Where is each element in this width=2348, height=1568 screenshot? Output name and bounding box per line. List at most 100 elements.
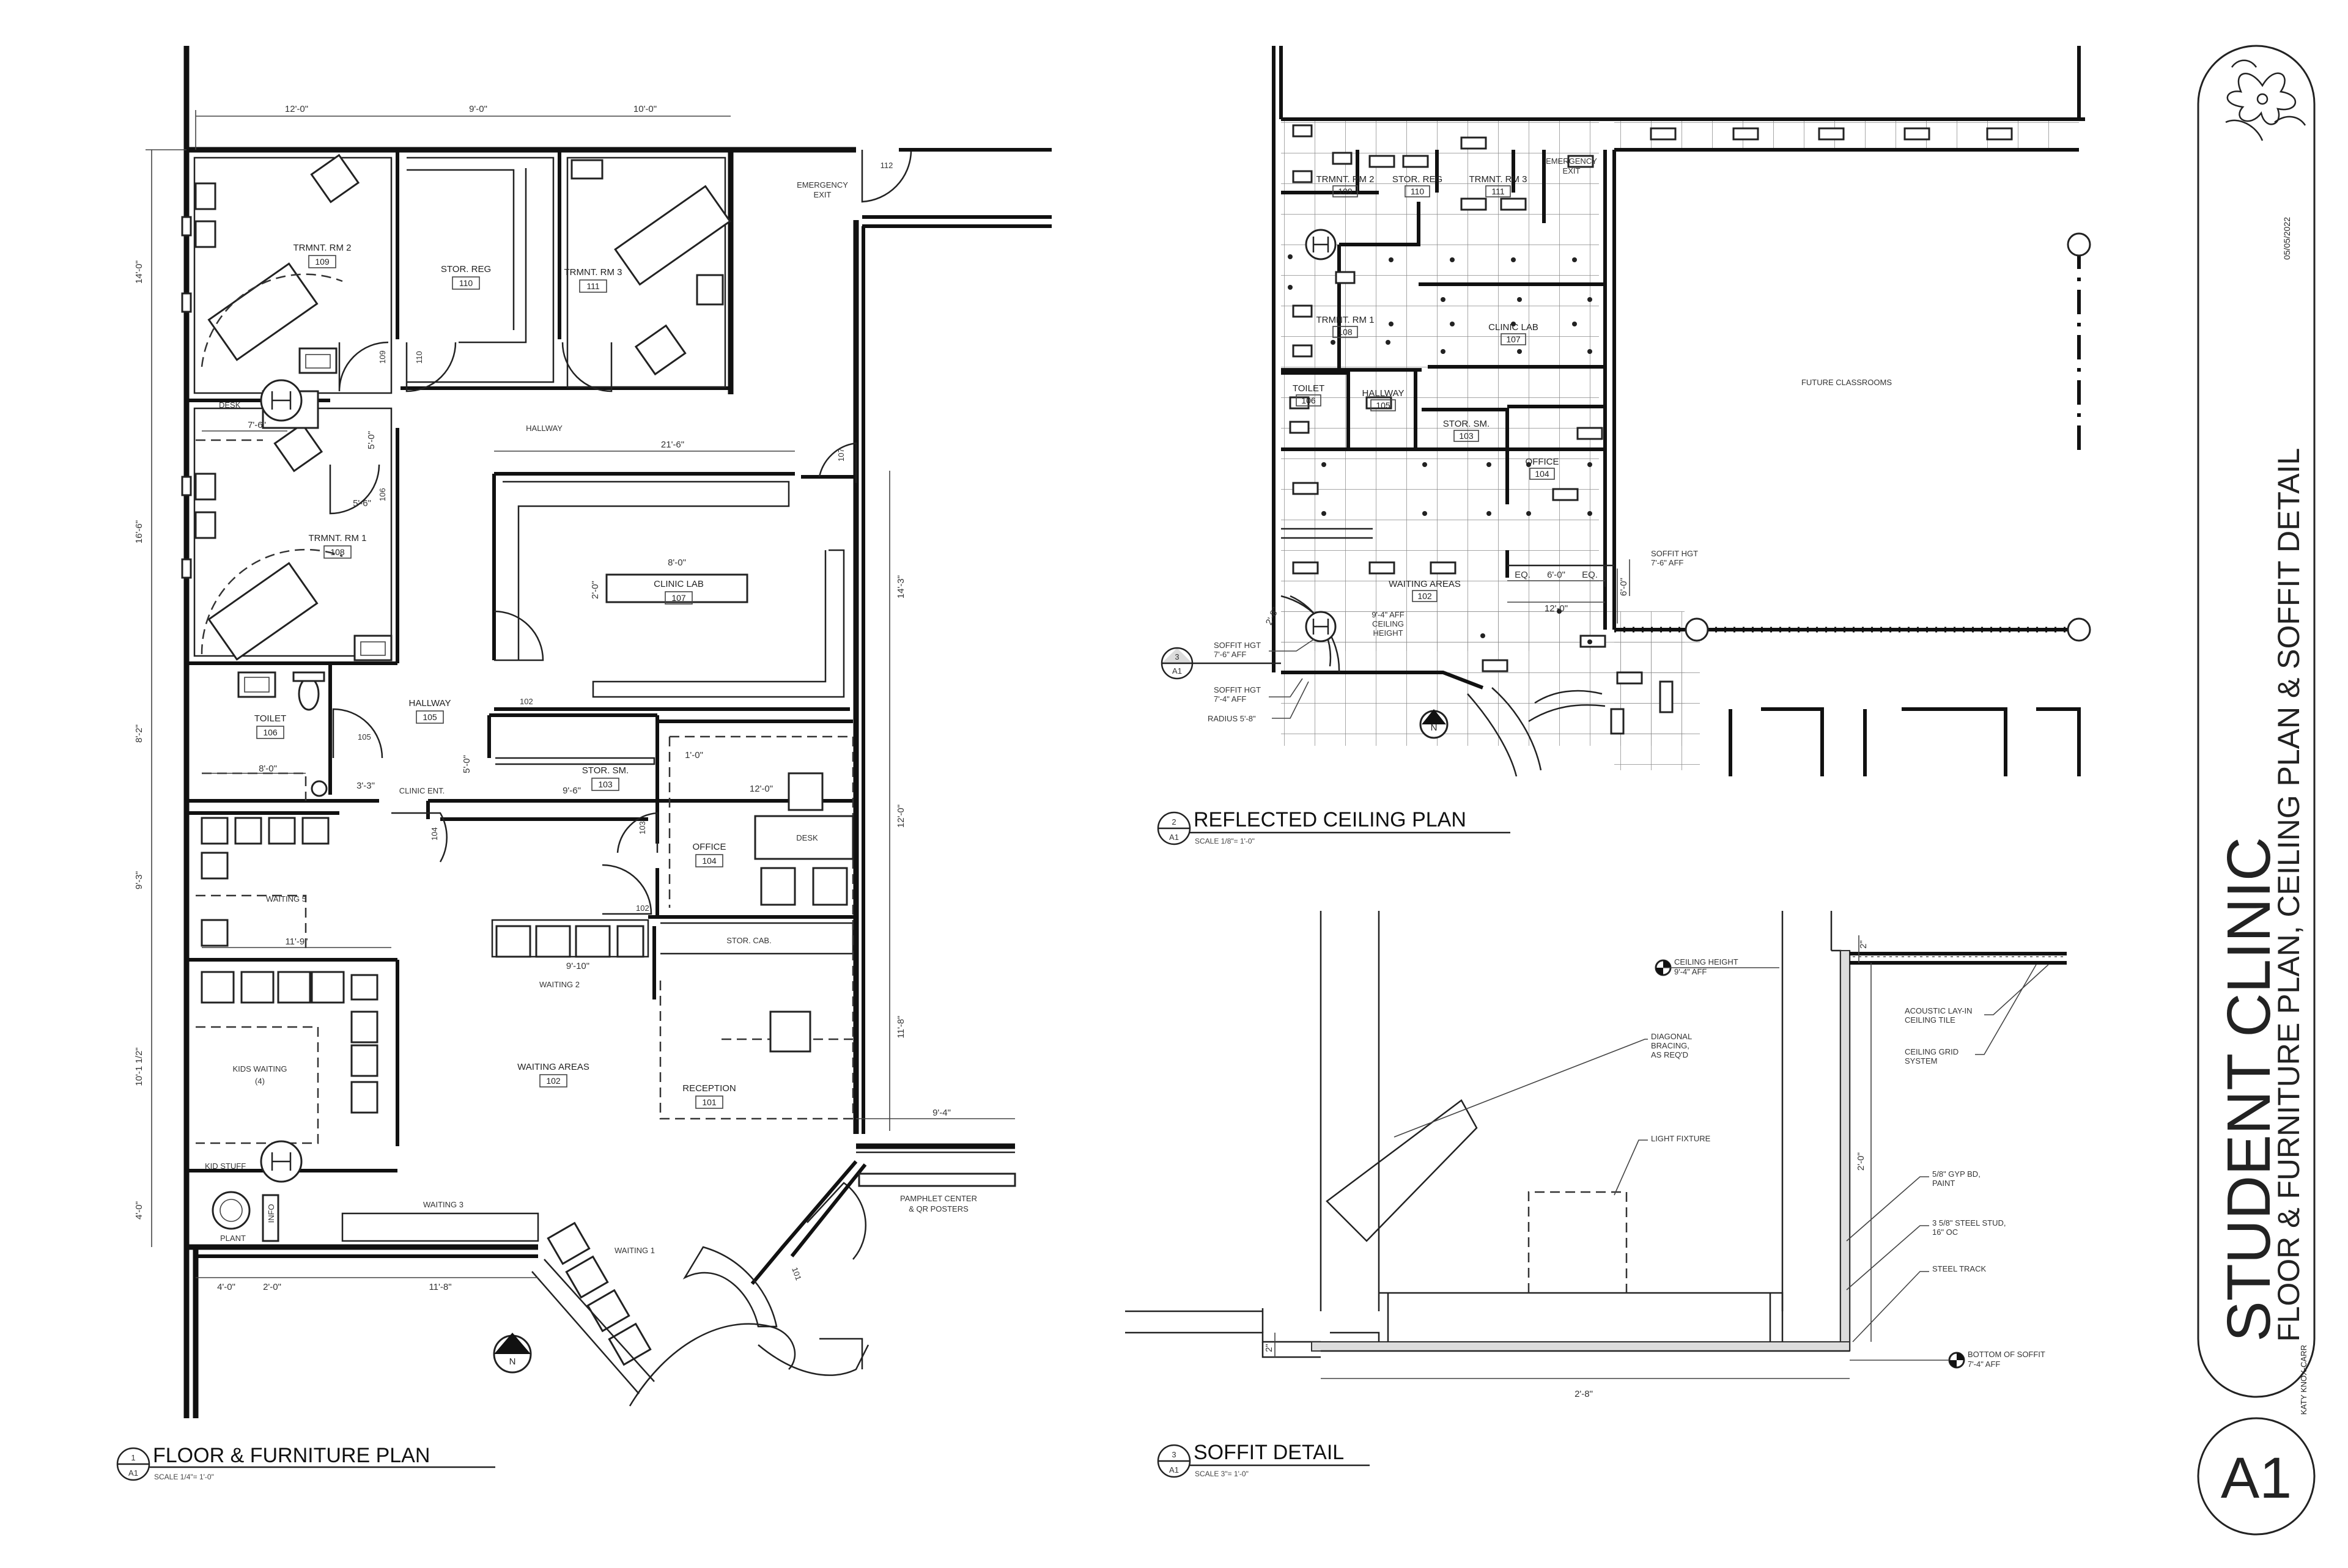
dim-w2: 9'-10" — [566, 961, 589, 971]
rcp-room-name-110: STOR. REG — [1392, 174, 1442, 185]
dim-rec-b: 9'-4" — [932, 1108, 951, 1118]
dim-sm-h: 5'-0" — [462, 755, 472, 773]
rcp-soffit-left-1b: 7'-6" AFF — [1214, 650, 1246, 659]
ceiling-dimensions: EQ. 6'-0" EQ. 12'-0" 6'-0" 2'-8" — [1264, 569, 1629, 627]
rcp-room-number-102: 102 — [1417, 591, 1432, 601]
door-tag-110: 110 — [415, 351, 424, 364]
designer-name: KATY KNOX-CARR — [2299, 1345, 2308, 1415]
ceiling-downlights — [1288, 254, 1592, 644]
soffit-stud-1: 3 5/8" STEEL STUD, — [1932, 1218, 2006, 1228]
soffit-dim-width: 2'-8" — [1575, 1389, 1593, 1399]
rcp-room-number-104: 104 — [1535, 469, 1549, 479]
soffit-acoustic-2: CEILING TILE — [1905, 1015, 1955, 1025]
toilet-dash — [202, 772, 307, 801]
plant — [212, 1191, 279, 1242]
room-name-109: TRMNT. RM 2 — [294, 243, 352, 253]
plant-label: PLANT — [220, 1234, 246, 1243]
info-label: INFO — [267, 1204, 276, 1223]
sheet-date: 05/05/2022 — [2282, 217, 2292, 260]
logo-flower — [2225, 59, 2306, 141]
soffit-detail-title: 3 A1 SOFFIT DETAIL SCALE 3"= 1'-0" — [1157, 1441, 1370, 1478]
reception-chair — [769, 1010, 811, 1053]
room-name-107: CLINIC LAB — [654, 579, 704, 589]
dim-off-a: 1'-0" — [685, 750, 703, 760]
room-name-106: TOILET — [254, 713, 286, 724]
ceiling-north-label: N — [1431, 723, 1438, 733]
room-number-109: 109 — [315, 257, 330, 267]
room-name-108: TRMNT. RM 1 — [309, 533, 367, 543]
rcp-room-name-104: OFFICE — [1526, 457, 1559, 467]
room-name-110: STOR. REG — [441, 264, 491, 274]
door-tag-106: 106 — [378, 488, 387, 501]
room-number-104: 104 — [702, 856, 717, 866]
view-sheet-2: A1 — [1169, 833, 1179, 842]
dim-top-2: 9'-0" — [469, 104, 487, 114]
rcp-room-number-111: 111 — [1491, 186, 1504, 196]
dim-left-5: 10'-1 1/2" — [134, 1047, 144, 1086]
rcp-soffit-left-2: SOFFIT HGT — [1214, 685, 1261, 694]
soffit-bottom-2: 7'-4" AFF — [1968, 1360, 2000, 1369]
dim-left-4: 9'-3" — [134, 871, 144, 889]
dim-sm-w: 9'-6" — [563, 786, 581, 796]
rcp-room-number-109: 109 — [1338, 186, 1353, 196]
view-scale-2: SCALE 1/8"= 1'-0" — [1195, 837, 1255, 845]
room-number-105: 105 — [423, 712, 437, 722]
door-103 — [616, 812, 659, 853]
rcp-room-name-107: CLINIC LAB — [1488, 322, 1538, 333]
door-107 — [493, 610, 544, 661]
waiting3-label: WAITING 3 — [423, 1200, 463, 1209]
dim-left-1: 14'-0" — [134, 260, 144, 284]
toilet-fixtures — [237, 671, 328, 797]
ceiling-grid-exit — [1614, 630, 1700, 770]
reception-boundary — [659, 735, 854, 1120]
soffit-track: STEEL TRACK — [1932, 1264, 1986, 1273]
kid-stuff-label: KID STUFF — [205, 1161, 246, 1171]
clinic-ent-label: CLINIC ENT. — [399, 786, 445, 795]
soffit-diagonal-2: BRACING, — [1651, 1041, 1689, 1050]
view-sheet-3: A1 — [1169, 1465, 1179, 1474]
project-title: STUDENT CLINIC — [2215, 837, 2283, 1342]
room-number-111: 111 — [586, 281, 599, 291]
stor-reg-inner — [407, 156, 555, 383]
rcp-room-number-105: 105 — [1376, 400, 1390, 410]
dim-off-w: 12'-0" — [750, 784, 773, 794]
door-tag-104: 104 — [430, 827, 439, 841]
dim-off-r: 12'-0" — [896, 804, 906, 828]
exam-table-rm2 — [194, 153, 360, 374]
rcp-room-name-106: TOILET — [1293, 383, 1324, 394]
soffit-stud-2: 16" OC — [1932, 1228, 1958, 1237]
view-number-3: 3 — [1172, 1450, 1176, 1459]
dim-lab-top: 21'-6" — [661, 440, 684, 450]
rcp-dim-eq1: EQ. — [1515, 570, 1530, 580]
view-title-1: FLOOR & FURNITURE PLAN — [153, 1444, 430, 1467]
rcp-room-name-105: HALLWAY — [1362, 388, 1405, 399]
emergency-exit-label-1: EMERGENCY — [797, 180, 848, 190]
view-sheet-1: A1 — [128, 1468, 138, 1478]
waiting1-label: WAITING 1 — [615, 1246, 655, 1255]
desk-label: DESK — [219, 400, 241, 410]
dim-bot-2: 2'-0" — [263, 1282, 281, 1292]
floor-plan-walls — [183, 46, 1052, 1418]
room-name-111: TRMNT. RM 3 — [564, 267, 622, 278]
soffit-dimensions: 2'-8" 2'-0" 2" 2" — [1264, 935, 1872, 1399]
door-tag-109: 109 — [378, 350, 387, 364]
rcp-ceiling-height-2: CEILING — [1372, 619, 1404, 628]
dim-bot-1: 4'-0" — [217, 1282, 235, 1292]
door-104-ent — [391, 812, 448, 863]
room-number-107: 107 — [671, 593, 686, 603]
ceiling-plan-title: 2 A1 REFLECTED CEILING PLAN SCALE 1/8"= … — [1157, 808, 1510, 845]
rcp-dim-side: 6'-0" — [1619, 578, 1629, 596]
rcp-soffit-left-1: SOFFIT HGT — [1214, 641, 1261, 650]
rcp-emergency-exit-1: EMERGENCY — [1546, 156, 1597, 166]
soffit-ceiling-height-1: CEILING HEIGHT — [1674, 957, 1738, 966]
room-name-104: OFFICE — [693, 842, 726, 852]
dim-top-3: 10'-0" — [633, 104, 657, 114]
waiting2-chairs — [495, 925, 644, 958]
rcp-emergency-exit-2: EXIT — [1563, 166, 1581, 175]
soffit-bottom-1: BOTTOM OF SOFFIT — [1968, 1350, 2045, 1359]
soffit-light-fixture: LIGHT FIXTURE — [1651, 1134, 1711, 1143]
soffit-dim-top: 2" — [1858, 940, 1869, 949]
rcp-room-name-102: WAITING AREAS — [1389, 579, 1461, 589]
office-desk — [754, 815, 854, 860]
